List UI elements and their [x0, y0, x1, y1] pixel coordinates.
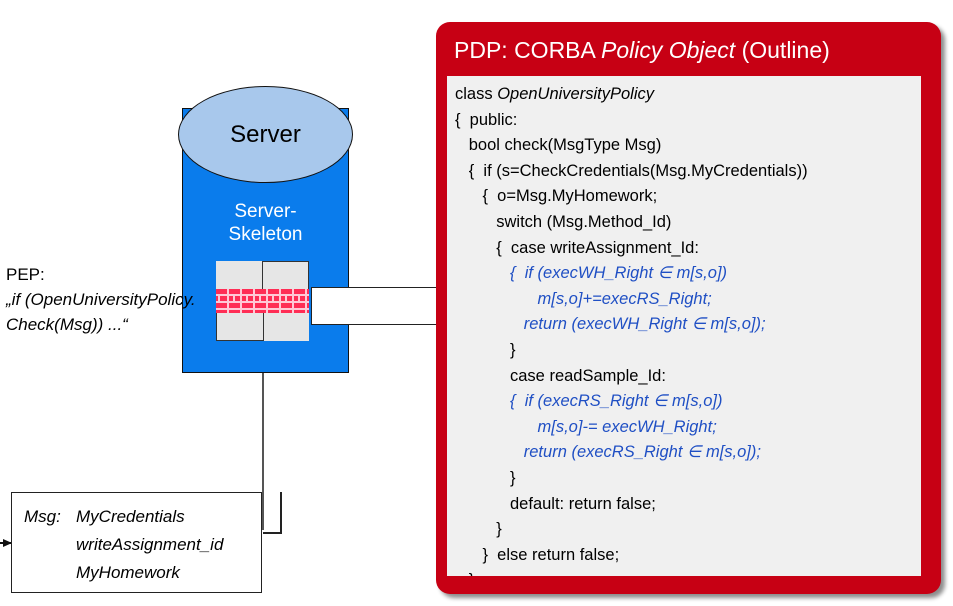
- interceptor-upper-notch: [216, 261, 263, 289]
- pep-code-line-2: Check(Msg)) ...“: [6, 315, 128, 334]
- pep-title: PEP:: [6, 265, 45, 284]
- pdp-title-prefix: PDP: CORBA: [454, 37, 601, 63]
- code-line: switch (Msg.Method_Id): [455, 212, 672, 231]
- code-line: { if (execRS_Right ∈ m[s,o]): [455, 392, 723, 411]
- code-identifier: OpenUniversityPolicy: [497, 85, 654, 103]
- pdp-title: PDP: CORBA Policy Object (Outline): [454, 36, 830, 64]
- code-line: }: [455, 568, 921, 576]
- code-line: { public:: [455, 110, 518, 129]
- code-line: bool check(MsgType Msg): [455, 136, 662, 155]
- server-label: Server: [230, 120, 301, 148]
- msg-box-connector: [263, 492, 282, 534]
- code-line: default: return false;: [455, 494, 656, 513]
- code-line: { case writeAssignment_Id:: [455, 238, 699, 257]
- code-line: class OpenUniversityPolicy: [455, 82, 921, 108]
- code-line: { o=Msg.MyHomework;: [455, 187, 658, 206]
- server-node: Server: [178, 86, 353, 183]
- code-line: m[s,o]-= execWH_Right;: [455, 417, 717, 436]
- msg-content: Msg: MyCredentials writeAssignment_id MyH…: [24, 503, 223, 587]
- msg-value-0: MyCredentials: [76, 507, 185, 526]
- msg-label: Msg:: [24, 507, 61, 526]
- code-line: }: [455, 468, 516, 487]
- code-line: return (execWH_Right ∈ m[s,o]);: [455, 315, 766, 334]
- pep-code-line-1: „if (OpenUniversityPolicy.: [6, 290, 196, 309]
- code-line: { if (s=CheckCredentials(Msg.MyCredentia…: [455, 161, 808, 180]
- msg-value-2: MyHomework: [76, 563, 180, 582]
- server-skeleton-label: Server- Skeleton: [228, 201, 303, 245]
- interceptor-lower-notch: [263, 313, 309, 341]
- code-line: return (execRS_Right ∈ m[s,o]);: [455, 443, 761, 462]
- code-line: } else return false;: [455, 545, 620, 564]
- code-line: case readSample_Id:: [455, 366, 666, 385]
- pdp-title-suffix: (Outline): [735, 37, 830, 63]
- pdp-code-block: class OpenUniversityPolicy { public: bool…: [447, 76, 921, 576]
- pdp-title-emphasis: Policy Object: [600, 37, 736, 63]
- msg-box: Msg: MyCredentials writeAssignment_id MyH…: [11, 492, 262, 593]
- code-line: m[s,o]+=execRS_Right;: [455, 289, 712, 308]
- msg-value-1: writeAssignment_id: [76, 535, 224, 554]
- code-line: }: [455, 520, 502, 539]
- brick-wall-icon: [216, 289, 309, 313]
- code-keyword: class: [455, 85, 498, 103]
- code-line: { if (execWH_Right ∈ m[s,o]): [455, 264, 728, 283]
- code-line: }: [455, 340, 516, 359]
- pep-annotation: PEP: „if (OpenUniversityPolicy. Check(Ms…: [6, 262, 196, 337]
- pdp-panel: PDP: CORBA Policy Object (Outline) class…: [436, 22, 941, 594]
